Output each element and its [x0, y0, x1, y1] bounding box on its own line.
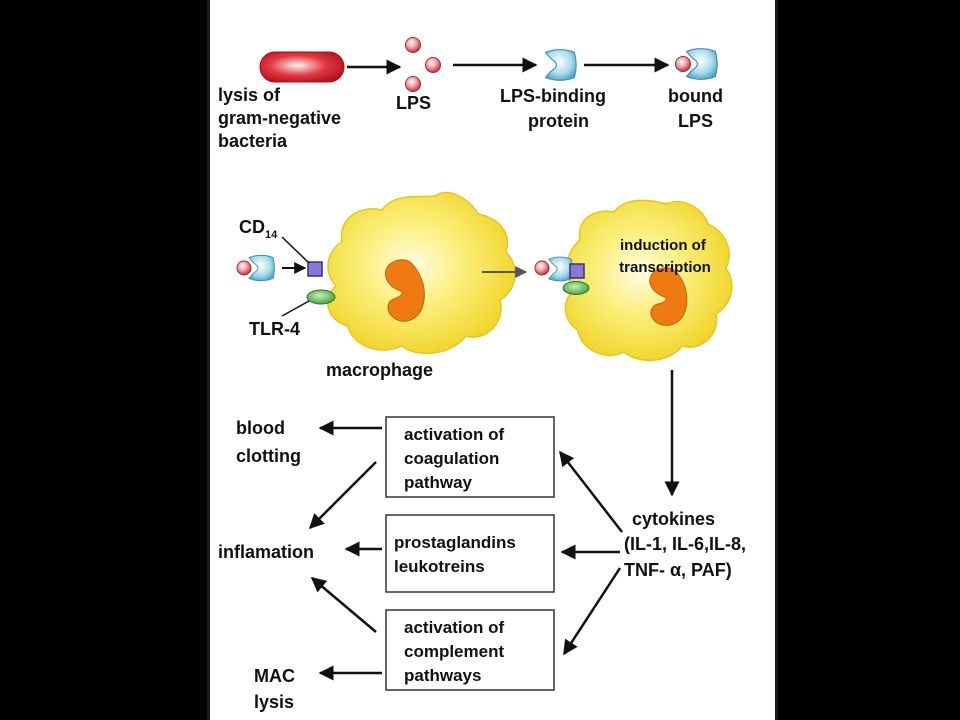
- lps-label: LPS: [396, 93, 431, 113]
- lysis-label: lysis of gram-negative bacteria: [218, 85, 346, 151]
- prostaglandins-box-text: prostaglandins leukotreins: [394, 533, 521, 576]
- macrophage-label: macrophage: [326, 360, 433, 380]
- coagulation-box-text: activation of coagulation pathway: [404, 425, 509, 492]
- cytokines-label: cytokines (IL-1, IL-6,IL-8, TNF- α, PAF): [624, 509, 751, 580]
- bound-lps-icon: [675, 48, 718, 80]
- lps-binding-protein-icon: [545, 49, 577, 81]
- nucleus-icon: [649, 267, 688, 326]
- cd14-label: CD14: [239, 217, 278, 241]
- arrow-complement-to-inflamation: [310, 577, 377, 633]
- inflamation-label: inflamation: [218, 542, 314, 562]
- tlr4-pointer-line: [281, 300, 310, 317]
- lps-molecules-icon: [405, 37, 441, 92]
- bound-lps-label: bound LPS: [668, 86, 728, 131]
- lps-binding-protein-label: LPS-binding protein: [500, 86, 611, 131]
- tlr4-label: TLR-4: [249, 319, 300, 339]
- gram-negative-bacterium-icon: [259, 51, 345, 83]
- cd14-receptor-icon: [307, 261, 323, 277]
- arrow-cytokines-to-complement: [562, 567, 622, 656]
- arrow-coagulation-to-inflamation: [308, 461, 377, 530]
- mac-lysis-label: MAC lysis: [254, 666, 300, 712]
- prostaglandins-box: [385, 514, 555, 593]
- activated-macrophage-cell: [564, 199, 733, 362]
- complement-box: [385, 609, 555, 691]
- coagulation-box: [385, 416, 555, 498]
- cd14-pointer-line: [281, 236, 310, 264]
- induction-label: induction of transcription: [619, 237, 711, 276]
- lps-pathway-diagram: lysis of gram-negative bacteria LPS LPS-…: [218, 37, 751, 712]
- complement-box-text: activation of complement pathways: [404, 618, 509, 685]
- receptor-complex-icon: [534, 256, 590, 295]
- arrow-cytokines-to-coagulation: [559, 450, 623, 533]
- macrophage-cell: [327, 191, 516, 355]
- diagram-panel: lysis of gram-negative bacteria LPS LPS-…: [207, 0, 778, 720]
- blood-clotting-label: blood clotting: [236, 418, 301, 466]
- nucleus-icon: [385, 259, 425, 322]
- tlr4-receptor-icon: [306, 289, 336, 305]
- bound-lps-complex-icon: [236, 254, 275, 282]
